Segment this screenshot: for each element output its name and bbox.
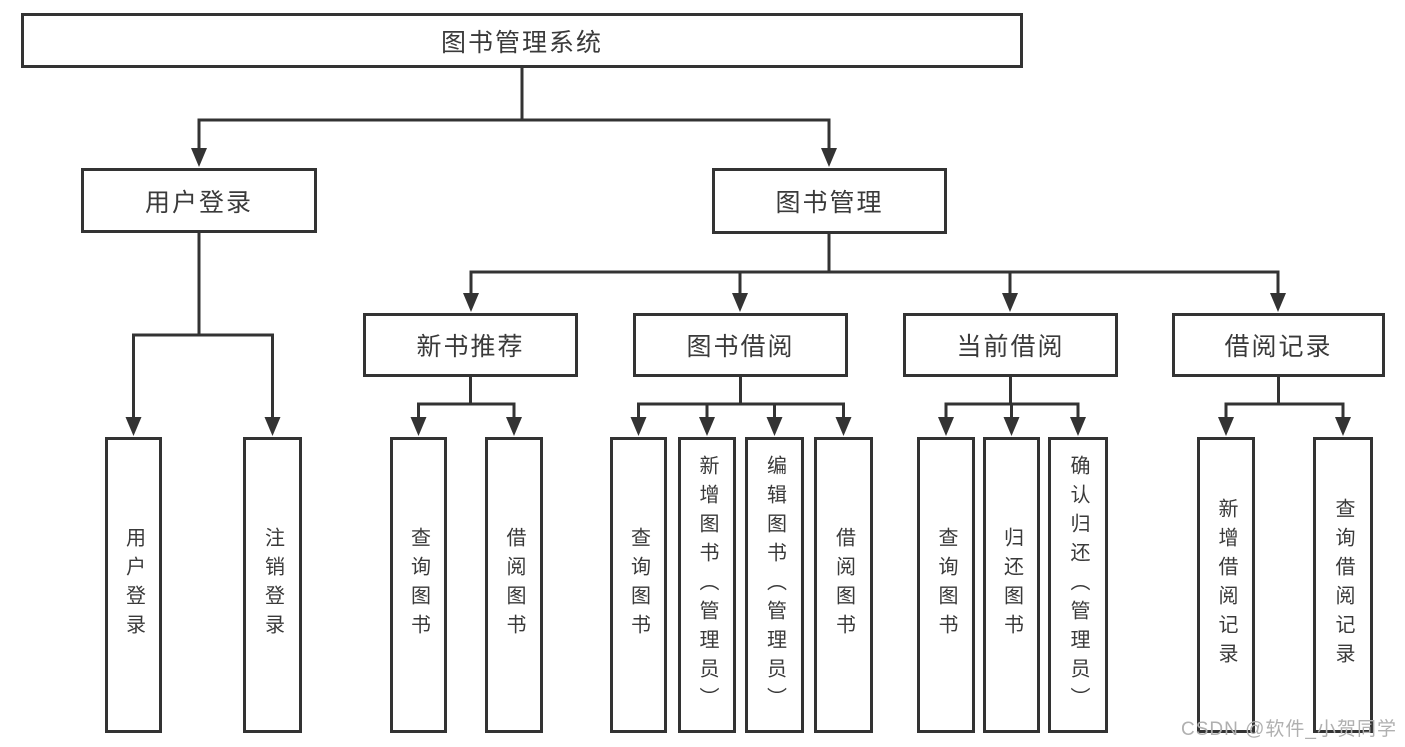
node-label: 归还图书: [1000, 527, 1023, 643]
node-label: 新增借阅记录: [1215, 498, 1237, 672]
node-book-borrow: 图书借阅: [633, 313, 848, 377]
node-book-management: 图书管理: [712, 168, 947, 234]
node-label: 借阅图书: [832, 527, 855, 643]
node-label: 图书管理系统: [440, 28, 603, 57]
node-label: 借阅图书: [503, 527, 525, 643]
node-leaf-user-login: 用户登录: [105, 437, 162, 733]
node-leaf-borrow-books: 借阅图书: [814, 437, 873, 733]
node-label: 编辑图书（管理员）: [763, 454, 786, 716]
node-label: 新增图书（管理员）: [696, 454, 718, 716]
csdn-watermark: CSDN @软件_小贺同学: [1181, 719, 1397, 740]
node-new-book-recommend: 新书推荐: [363, 313, 578, 377]
node-leaf-return-book: 归还图书: [983, 437, 1040, 733]
node-label: 查询借阅记录: [1332, 498, 1354, 672]
node-leaf-add-borrow-record: 新增借阅记录: [1197, 437, 1255, 733]
node-label: 注销登录: [261, 527, 284, 643]
node-current-borrow: 当前借阅: [903, 313, 1118, 377]
node-label: 图书管理: [775, 189, 884, 217]
node-label: 用户登录: [144, 188, 253, 217]
node-leaf-query-books-recommend: 查询图书: [390, 437, 447, 733]
node-leaf-query-books-borrow: 查询图书: [610, 437, 667, 733]
node-label: 用户登录: [122, 527, 145, 643]
node-label: 新书推荐: [416, 333, 525, 361]
node-user-login: 用户登录: [81, 168, 317, 233]
node-label: 借阅记录: [1224, 333, 1333, 361]
node-label: 查询图书: [407, 527, 430, 643]
node-leaf-add-book-admin: 新增图书（管理员）: [678, 437, 736, 733]
node-borrow-records: 借阅记录: [1172, 313, 1385, 377]
node-label: 查询图书: [935, 527, 957, 643]
node-leaf-logout: 注销登录: [243, 437, 302, 733]
node-label: 确认归还（管理员）: [1067, 454, 1089, 716]
node-leaf-borrow-books-recommend: 借阅图书: [485, 437, 543, 733]
node-label: 图书借阅: [686, 333, 795, 361]
node-leaf-query-books-current: 查询图书: [917, 437, 975, 733]
node-label: 当前借阅: [956, 333, 1065, 361]
node-leaf-query-borrow-record: 查询借阅记录: [1313, 437, 1373, 733]
node-library-system: 图书管理系统: [21, 13, 1023, 68]
arrowhead-icons: [125, 148, 1351, 436]
node-leaf-edit-book-admin: 编辑图书（管理员）: [745, 437, 804, 733]
node-leaf-confirm-return-admin: 确认归还（管理员）: [1048, 437, 1108, 733]
node-label: 查询图书: [627, 527, 650, 643]
